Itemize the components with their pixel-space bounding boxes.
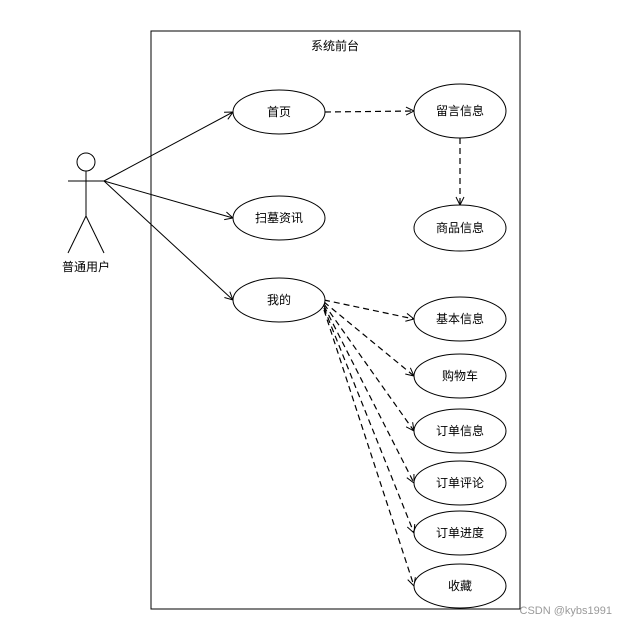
use-case-mine-label: 我的 bbox=[267, 292, 291, 307]
use-case-order-info-label: 订单信息 bbox=[436, 423, 484, 438]
use-case-home: 首页 bbox=[232, 89, 326, 135]
use-case-home-label: 首页 bbox=[267, 105, 291, 119]
use-case-mine: 我的 bbox=[232, 277, 326, 323]
association-news bbox=[103, 180, 233, 218]
actor-label: 普通用户 bbox=[62, 259, 110, 274]
use-case-order-info: 订单信息 bbox=[413, 408, 507, 454]
dependency-home-messages bbox=[324, 111, 414, 112]
association-home bbox=[103, 112, 233, 182]
dependency-mine-favorites bbox=[323, 309, 414, 586]
dependency-mine-basic-info bbox=[323, 299, 414, 319]
use-case-products-label: 商品信息 bbox=[436, 220, 484, 235]
use-case-cart: 购物车 bbox=[413, 353, 507, 399]
use-case-basic-info-label: 基本信息 bbox=[436, 311, 484, 326]
dependency-mine-order-info bbox=[323, 303, 414, 431]
use-case-news: 扫墓资讯 bbox=[232, 195, 326, 241]
association-mine bbox=[103, 180, 233, 300]
use-case-news-label: 扫墓资讯 bbox=[255, 211, 303, 225]
use-case-messages: 留言信息 bbox=[413, 83, 507, 139]
use-case-products: 商品信息 bbox=[413, 204, 507, 252]
dependency-mine-order-progress bbox=[323, 307, 414, 533]
dependency-mine-order-review bbox=[323, 305, 415, 483]
use-case-cart-label: 购物车 bbox=[442, 368, 478, 383]
watermark: CSDN @kybs1991 bbox=[520, 605, 612, 617]
dependency-mine-cart bbox=[323, 301, 414, 376]
system-title: 系统前台 bbox=[311, 38, 359, 53]
use-case-order-review-label: 订单评论 bbox=[436, 476, 484, 490]
use-case-order-progress: 订单进度 bbox=[413, 510, 507, 556]
use-case-order-review: 订单评论 bbox=[413, 460, 507, 506]
use-case-order-progress-label: 订单进度 bbox=[436, 525, 484, 540]
use-case-favorites-label: 收藏 bbox=[448, 579, 472, 593]
use-case-messages-label: 留言信息 bbox=[436, 103, 484, 118]
use-case-basic-info: 基本信息 bbox=[413, 296, 507, 342]
actor-figure bbox=[67, 152, 105, 254]
system-boundary bbox=[150, 30, 521, 610]
use-case-favorites: 收藏 bbox=[413, 563, 507, 609]
